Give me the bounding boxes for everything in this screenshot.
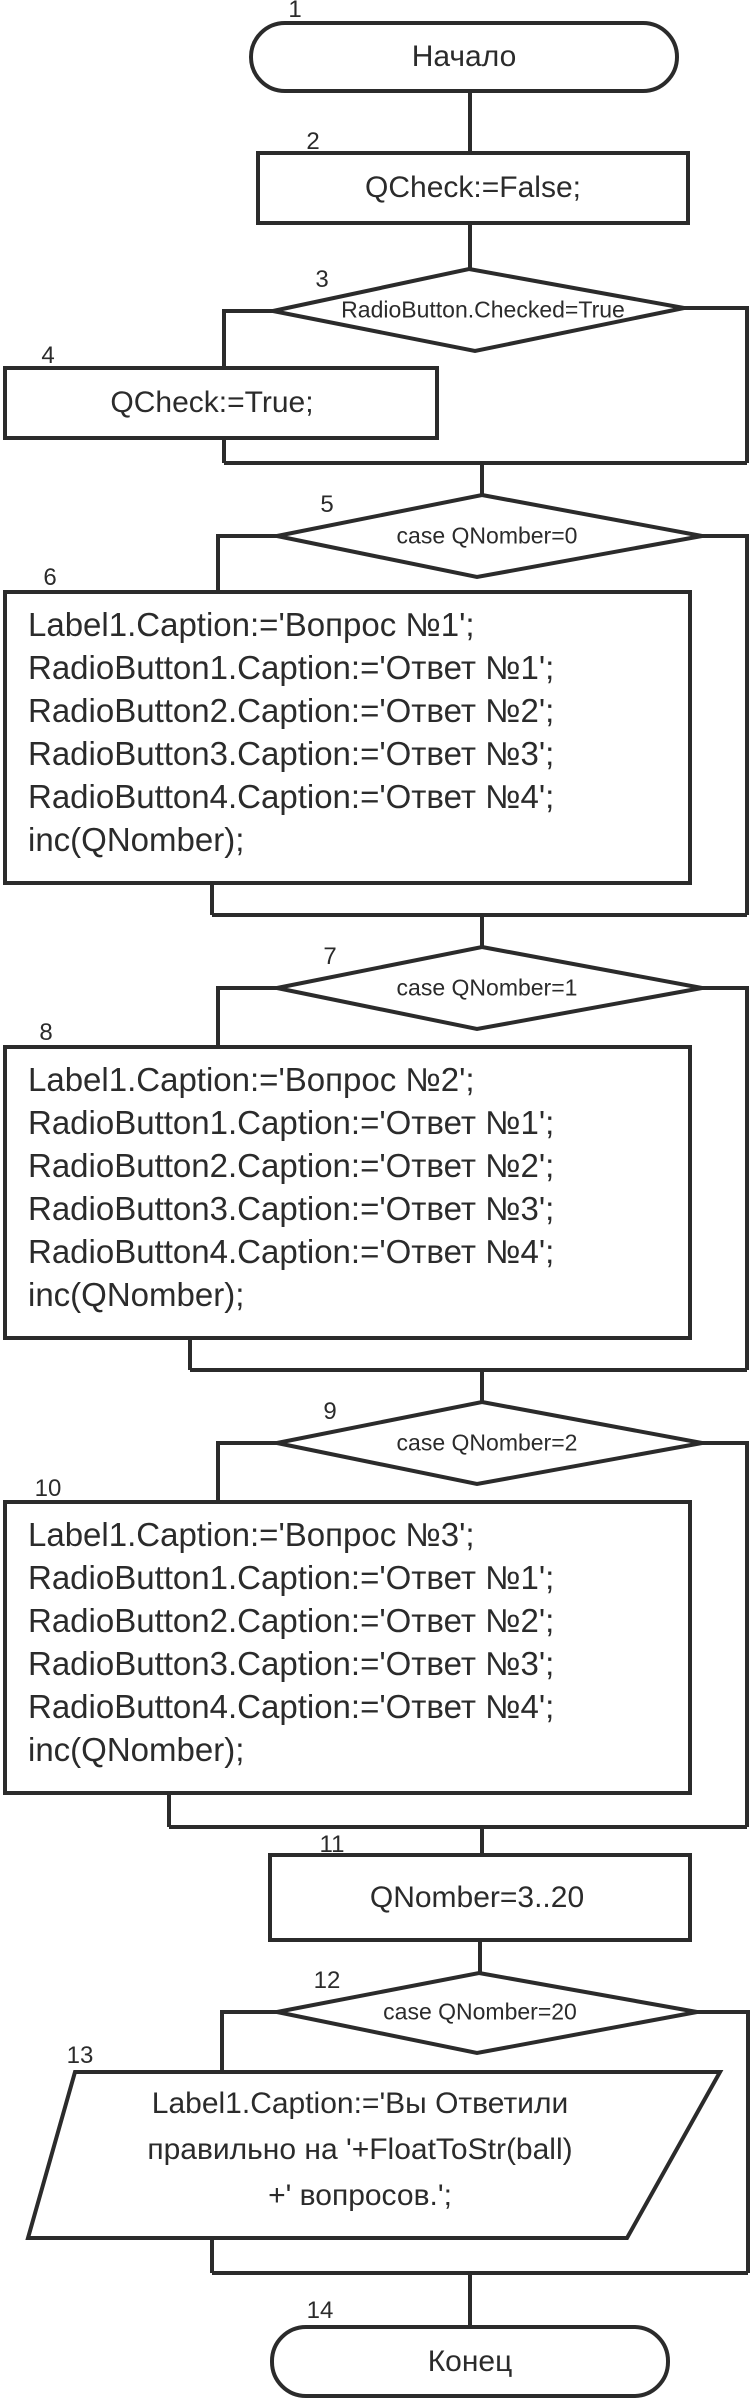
- box10-code-line: RadioButton1.Caption:='Ответ №1';: [28, 1559, 555, 1596]
- process-box4-label: QCheck:=True;: [110, 386, 314, 419]
- box10-code-line: RadioButton3.Caption:='Ответ №3';: [28, 1645, 555, 1682]
- node-number-4: 4: [41, 342, 55, 369]
- decision-diamond9-shape: [276, 1399, 703, 1487]
- decision-diamond3-label: RadioButton.Checked=True: [341, 296, 625, 323]
- node-number-1: 1: [288, 0, 302, 23]
- terminal-start-label: Начало: [411, 40, 517, 73]
- connector-diamond5-false-bypass: [702, 534, 749, 915]
- process-box2-label: QCheck:=False;: [365, 171, 581, 204]
- node-number-8: 8: [39, 1019, 53, 1046]
- connector-diamond7-false-bypass: [702, 986, 749, 1370]
- io13-text-line: +' вопросов.';: [268, 2179, 452, 2212]
- terminal-end-shape: [270, 2325, 670, 2398]
- process-box10-shape: [3, 1500, 692, 1795]
- connector-diamond5-true: [216, 534, 277, 592]
- node-number-7: 7: [323, 943, 337, 970]
- io13-text-line: правильно на '+FloatToStr(ball): [147, 2133, 573, 2166]
- terminal-end-label: Конец: [427, 2345, 513, 2378]
- box8-code-line: RadioButton1.Caption:='Ответ №1';: [28, 1104, 555, 1141]
- node-number-2: 2: [306, 128, 320, 155]
- node-number-11: 11: [319, 1831, 345, 1858]
- node-number-14: 14: [306, 2297, 334, 2324]
- box6-code-line: RadioButton2.Caption:='Ответ №2';: [28, 692, 555, 729]
- io13-text-line: Label1.Caption:='Вы Ответили: [151, 2087, 569, 2120]
- decision-diamond7-shape: [276, 944, 703, 1032]
- process-box6-shape: [3, 590, 692, 885]
- decision-diamond12-shape: [276, 1970, 698, 2056]
- node-number-12: 12: [313, 1967, 341, 1994]
- box6-code-line: RadioButton3.Caption:='Ответ №3';: [28, 735, 555, 772]
- node-number-13: 13: [66, 2042, 94, 2069]
- box10-code-line: Label1.Caption:='Вопрос №3';: [28, 1516, 475, 1553]
- box6-code-line: Label1.Caption:='Вопрос №1';: [28, 606, 475, 643]
- box6-code-line: RadioButton1.Caption:='Ответ №1';: [28, 649, 555, 686]
- connector-diamond12-false-bypass: [697, 2010, 750, 2273]
- connector-diamond12-true: [220, 2010, 277, 2072]
- node-number-10: 10: [34, 1475, 62, 1502]
- node-number-9: 9: [323, 1398, 337, 1425]
- terminal-start-shape: [249, 21, 679, 93]
- decision-diamond12-label: case QNomber=20: [383, 1998, 577, 2025]
- box6-code-line: RadioButton4.Caption:='Ответ №4';: [28, 778, 555, 815]
- io-parallelogram13-shape: [25, 2070, 724, 2240]
- connector-diamond3-false-bypass: [684, 306, 749, 463]
- decision-diamond7-label: case QNomber=1: [396, 974, 578, 1001]
- node-number-6: 6: [43, 564, 57, 591]
- decision-diamond5-shape: [276, 492, 703, 580]
- connector-diamond9-false-bypass: [702, 1441, 749, 1827]
- box10-code-line: RadioButton2.Caption:='Ответ №2';: [28, 1602, 555, 1639]
- box8-code-line: RadioButton4.Caption:='Ответ №4';: [28, 1233, 555, 1270]
- node-number-5: 5: [320, 491, 334, 518]
- box8-code-line: inc(QNomber);: [28, 1276, 245, 1313]
- box10-code-line: RadioButton4.Caption:='Ответ №4';: [28, 1688, 555, 1725]
- box8-code-line: RadioButton3.Caption:='Ответ №3';: [28, 1190, 555, 1227]
- process-box2-shape: [256, 151, 690, 225]
- decision-diamond9-label: case QNomber=2: [396, 1429, 578, 1456]
- decision-diamond5-label: case QNomber=0: [396, 522, 578, 549]
- box6-code-line: inc(QNomber);: [28, 821, 245, 858]
- connector-diamond7-true: [216, 986, 277, 1047]
- box10-code-line: inc(QNomber);: [28, 1731, 245, 1768]
- process-box11-shape: [268, 1853, 692, 1942]
- box8-code-line: RadioButton2.Caption:='Ответ №2';: [28, 1147, 555, 1184]
- connector-diamond9-true: [216, 1441, 277, 1502]
- process-box8-shape: [3, 1045, 692, 1340]
- box8-code-line: Label1.Caption:='Вопрос №2';: [28, 1061, 475, 1098]
- process-box4-shape: [3, 366, 439, 440]
- process-box11-label: QNomber=3..20: [369, 1881, 585, 1914]
- connector-diamond3-true: [222, 309, 273, 368]
- decision-diamond3-shape: [272, 266, 685, 354]
- node-number-3: 3: [315, 266, 329, 293]
